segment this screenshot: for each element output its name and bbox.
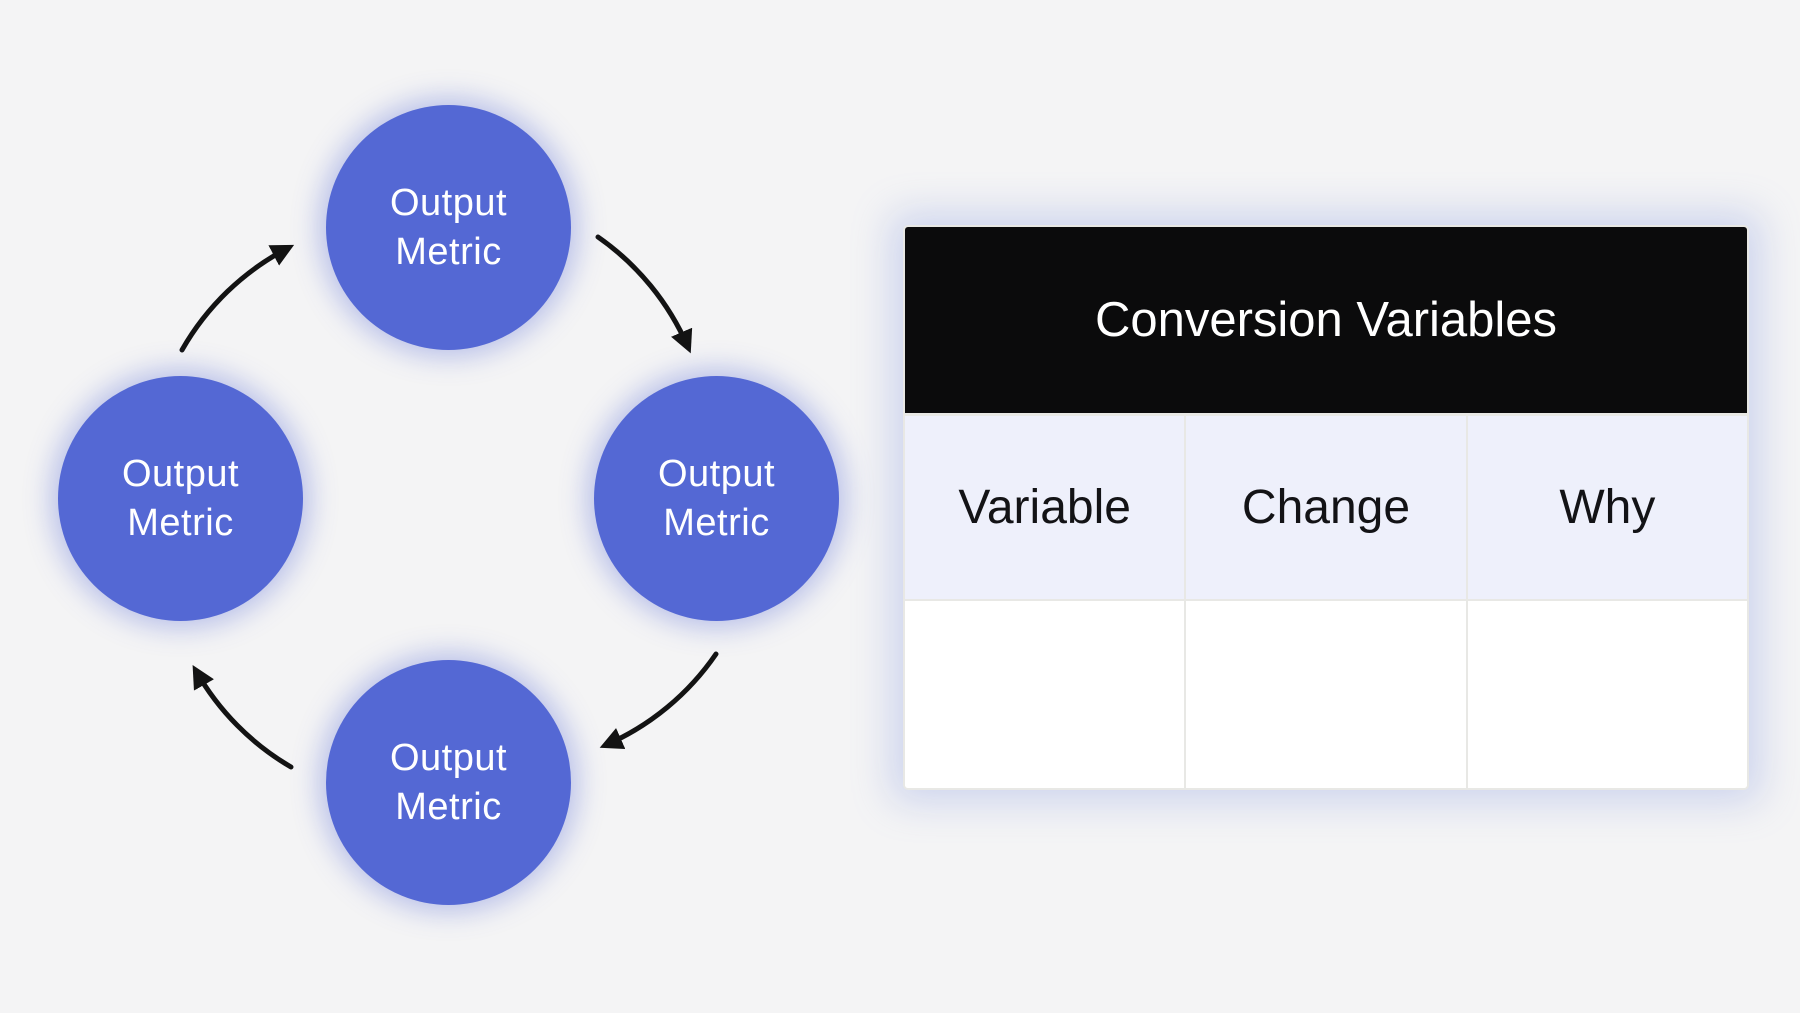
node-label-line: Metric — [395, 785, 502, 828]
cycle-node-left: Output Metric — [58, 376, 303, 621]
node-label-line: Output — [389, 736, 508, 779]
arrow-top-to-right-icon — [595, 234, 693, 354]
node-label-line: Output — [389, 181, 508, 224]
node-label-line: Metric — [663, 501, 770, 544]
arrow-right-to-bottom-icon — [599, 651, 719, 750]
table-cell-why — [1465, 601, 1747, 788]
table-cell-change — [1184, 601, 1465, 788]
table-column-header-row: Variable Change Why — [905, 413, 1747, 599]
cycle-arrows — [179, 234, 719, 770]
cycle-node-right: Output Metric — [594, 376, 839, 621]
cycle-node-bottom: Output Metric — [326, 660, 571, 905]
table-title: Conversion Variables — [905, 227, 1747, 413]
arrow-bottom-to-left-icon — [192, 665, 294, 770]
table-cell-variable — [905, 601, 1184, 788]
cycle-node-top: Output Metric — [326, 105, 571, 350]
table-row — [905, 599, 1747, 788]
conversion-variables-table: Conversion Variables Variable Change Why — [905, 227, 1747, 788]
column-header-change: Change — [1184, 416, 1465, 599]
column-header-why: Why — [1465, 416, 1747, 599]
node-label-line: Metric — [395, 230, 502, 273]
arrow-left-to-top-icon — [179, 244, 295, 353]
column-header-variable: Variable — [958, 481, 1131, 534]
node-label-line: Output — [121, 452, 240, 495]
node-label-line: Metric — [127, 501, 234, 544]
node-label-line: Output — [657, 452, 776, 495]
